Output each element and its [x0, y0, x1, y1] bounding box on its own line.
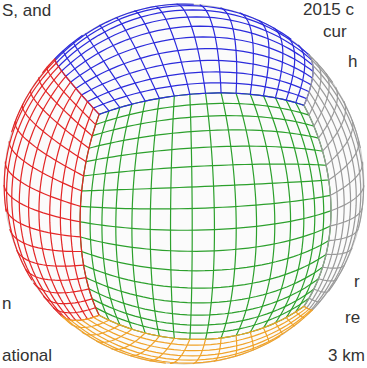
grid-line: [17, 250, 84, 266]
grid-line: [71, 108, 94, 317]
grid-line: [84, 254, 327, 288]
grid-line: [87, 72, 309, 102]
grid-line: [318, 87, 337, 138]
grid-line: [331, 185, 364, 210]
grid-line: [86, 146, 323, 161]
grid-line: [102, 107, 120, 324]
grid-line: [15, 121, 83, 176]
text-fragment: n: [2, 294, 11, 314]
text-fragment: re: [345, 308, 360, 328]
grid-line: [71, 320, 281, 363]
grid-line: [47, 67, 96, 125]
grid-line: [309, 298, 320, 302]
grid-line: [6, 209, 81, 237]
text-fragment: r: [354, 272, 360, 292]
grid-line: [50, 95, 82, 320]
grid-line: [92, 289, 314, 325]
grid-line: [43, 296, 92, 303]
grid-line: [132, 101, 145, 333]
grid-line: [116, 104, 132, 329]
text-fragment: cur: [323, 22, 347, 42]
grid-line: [326, 120, 353, 165]
grid-line: [304, 105, 331, 306]
grid-line: [90, 111, 109, 320]
grid-line: [304, 54, 313, 105]
grid-line: [309, 62, 321, 115]
right-panel: [304, 54, 364, 310]
grid-line: [329, 228, 359, 240]
grid-line: [323, 265, 345, 268]
grid-line: [93, 83, 306, 108]
grid-line: [5, 162, 80, 207]
grid-line: [87, 309, 309, 351]
grid-line: [323, 101, 346, 151]
grid-line: [326, 248, 352, 254]
grid-line: [314, 73, 329, 126]
text-fragment: 2015 c: [303, 0, 354, 20]
grid-line: [80, 226, 330, 251]
grid-line: [314, 289, 329, 292]
grid-line: [34, 283, 89, 293]
grid-line: [19, 76, 65, 318]
grid-line: [89, 130, 318, 148]
grid-line: [22, 104, 86, 162]
grid-line: [82, 241, 329, 271]
grid-line: [313, 71, 361, 291]
grid-line: [76, 310, 313, 360]
bottom-panel: [61, 306, 313, 363]
grid-line: [84, 164, 327, 176]
left-panel: [4, 59, 99, 321]
grid-line: [89, 279, 318, 315]
grid-line: [80, 211, 331, 231]
grid-line: [39, 77, 92, 136]
grid-line: [82, 180, 329, 191]
grid-line: [66, 26, 313, 76]
grid-line: [76, 49, 313, 89]
grid-line: [31, 90, 89, 148]
grid-line: [9, 141, 81, 191]
grid-line: [4, 185, 80, 222]
front-panel: [80, 93, 331, 340]
grid-line: [80, 195, 330, 209]
grid-line: [80, 114, 99, 315]
grid-line: [307, 99, 338, 308]
sphere-outline: [4, 4, 364, 364]
grid-line: [111, 333, 145, 349]
grid-line: [99, 25, 145, 101]
text-fragment: 3 km: [328, 346, 365, 366]
grid-line: [330, 208, 362, 226]
grid-line: [25, 269, 86, 280]
grid-line: [99, 306, 304, 339]
grid-line: [85, 34, 132, 105]
grid-line: [53, 308, 95, 313]
grid-line: [150, 98, 159, 336]
grid-line: [96, 103, 309, 124]
text-fragment: ational: [2, 346, 52, 366]
grid-line: [329, 141, 359, 180]
grid-line: [10, 229, 82, 251]
grid-line: [96, 329, 132, 342]
text-fragment: h: [348, 52, 357, 72]
grid-line: [92, 116, 314, 136]
text-fragment: S, and: [2, 1, 51, 21]
grid-line: [330, 162, 362, 196]
grid-line: [82, 310, 311, 356]
top-panel: [55, 4, 313, 114]
grid-line: [99, 93, 304, 114]
grid-line: [318, 279, 336, 281]
grid-line: [116, 18, 160, 99]
